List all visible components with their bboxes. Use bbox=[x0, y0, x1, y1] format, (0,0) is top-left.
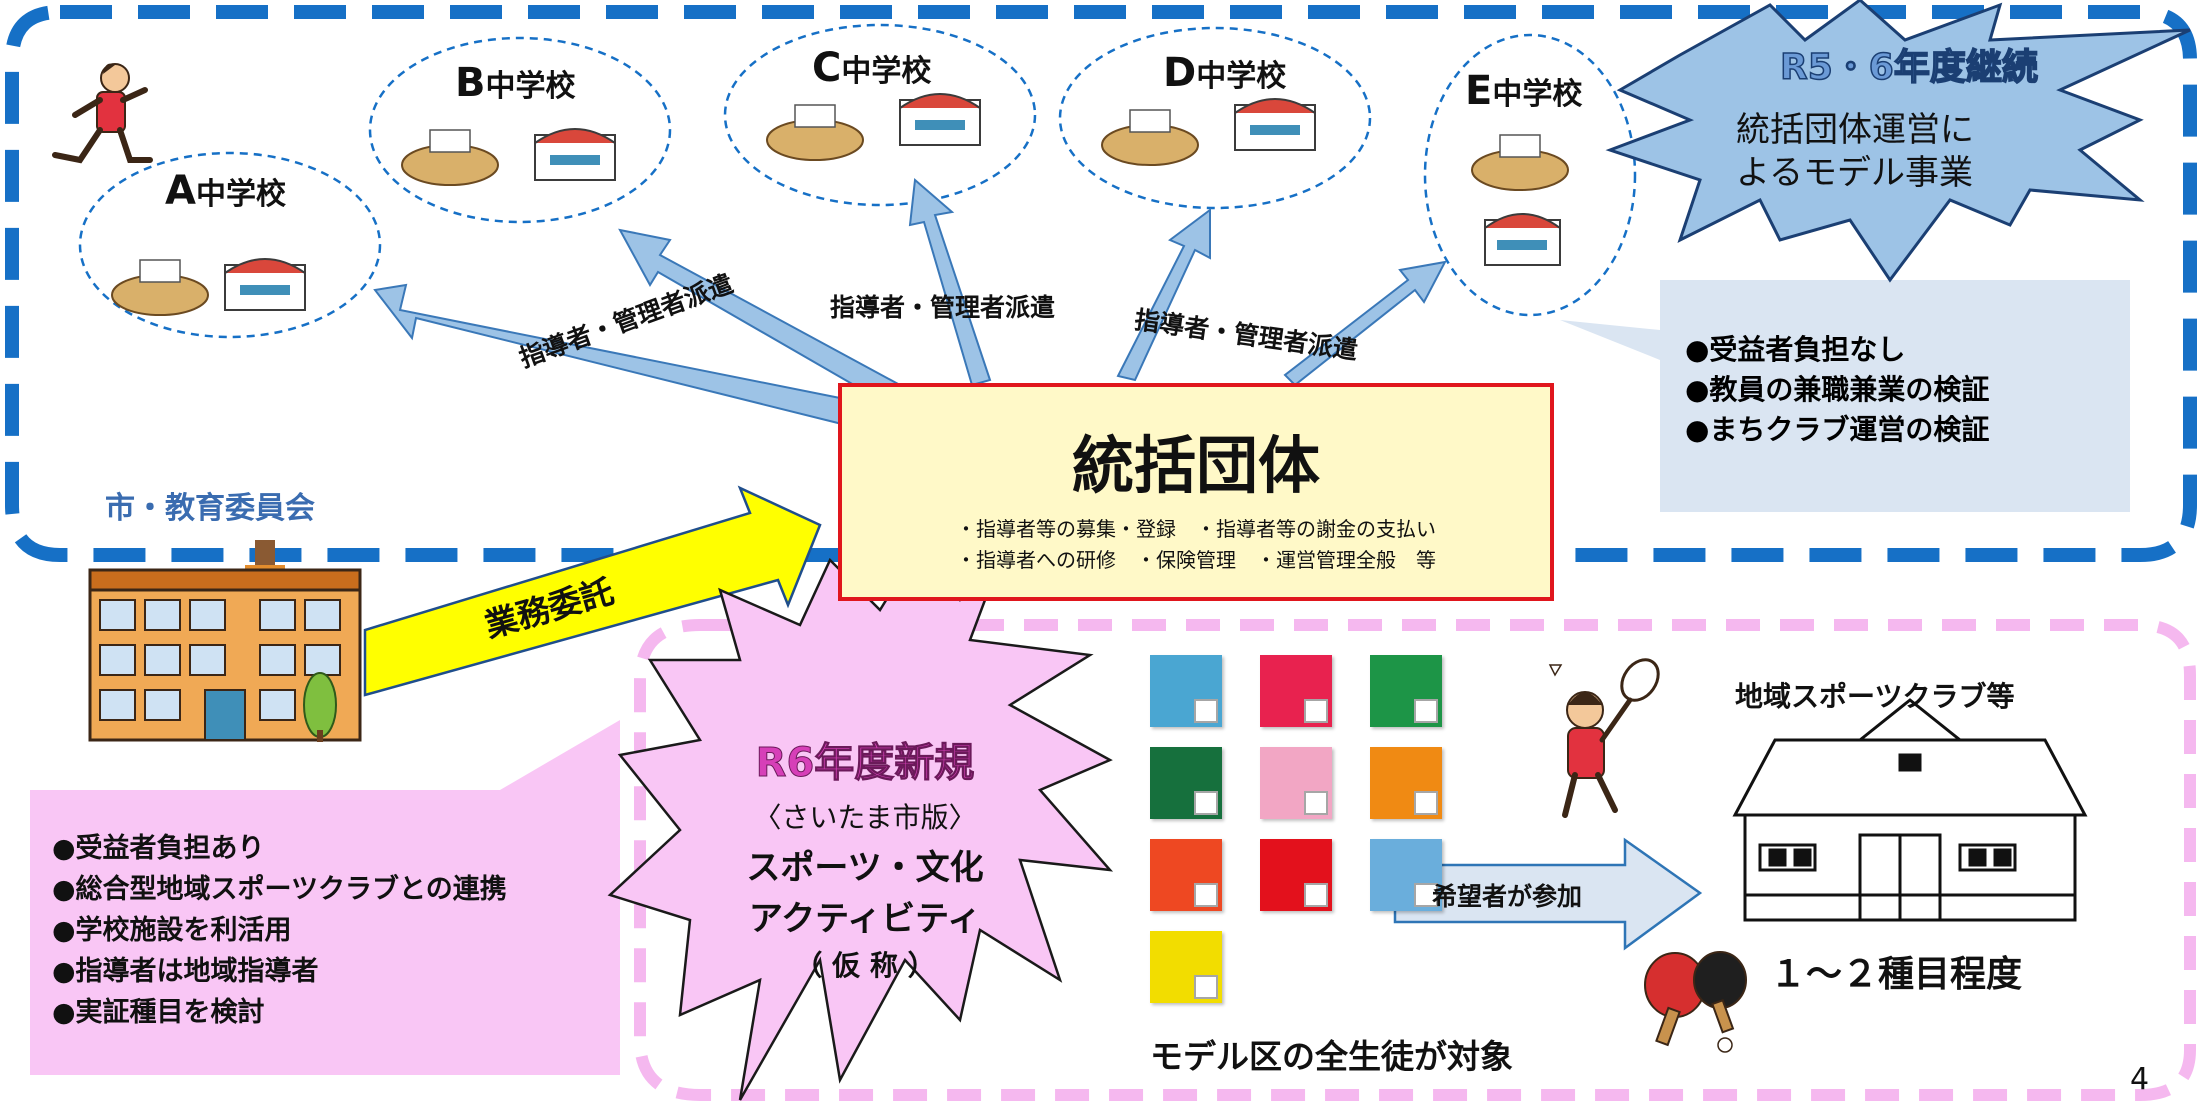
runner-illustration bbox=[52, 63, 153, 164]
callout-bottom-item: ●学校施設を利活用 bbox=[52, 915, 292, 946]
callout-top-item: ●教員の兼職兼業の検証 bbox=[1685, 373, 1990, 406]
city-board-label: 市・教育委員会 bbox=[105, 491, 315, 526]
ward-tile-mark bbox=[1194, 975, 1218, 999]
bottom-region-border bbox=[634, 619, 2196, 1101]
school-d-label: D中学校 bbox=[1163, 50, 1287, 96]
ward-tile bbox=[1370, 747, 1442, 819]
ward-tile bbox=[1260, 747, 1332, 819]
dispatch-arrow-e bbox=[1283, 260, 1447, 387]
page-number: 4 bbox=[2130, 1062, 2150, 1097]
ward-tile-mark bbox=[1414, 883, 1438, 907]
badminton-player-illustration bbox=[1548, 658, 1660, 818]
ward-tile-mark bbox=[1194, 883, 1218, 907]
callout-bottom-item: ●指導者は地域指導者 bbox=[52, 956, 319, 987]
ward-tile-mark bbox=[1194, 791, 1218, 815]
school-c-label: C中学校 bbox=[812, 45, 932, 91]
burst-bottom-line4: （ 仮 称 ） bbox=[794, 949, 936, 982]
club-house-illustration bbox=[1732, 698, 2088, 922]
ward-tile bbox=[1150, 747, 1222, 819]
central-duty-line1: ・指導者等の募集・登録 ・指導者等の謝金の支払い bbox=[956, 517, 1436, 541]
burst-top-line1: 統括団体運営に bbox=[1736, 110, 1974, 150]
ward-tile bbox=[1150, 655, 1222, 727]
burst-bottom-title: R6年度新規 bbox=[755, 740, 975, 787]
school-illustrations bbox=[111, 93, 1569, 316]
ward-tile-grid bbox=[1150, 655, 1442, 1015]
callout-bottom-item: ●実証種目を検討 bbox=[52, 997, 265, 1028]
ward-tile bbox=[1370, 839, 1442, 911]
burst-top-shape bbox=[1605, 0, 2191, 283]
burst-top-title: R5・6年度継続 bbox=[1779, 46, 2038, 89]
ward-tile-mark bbox=[1194, 699, 1218, 723]
dispatch-arrow-a bbox=[373, 283, 852, 426]
school-b-label: B中学校 bbox=[455, 60, 576, 106]
participate-arrow bbox=[1393, 837, 1703, 951]
ward-tile-mark bbox=[1414, 791, 1438, 815]
callout-top-bg bbox=[1560, 280, 2130, 512]
ward-tile-mark bbox=[1304, 883, 1328, 907]
dispatch-arrow-c bbox=[908, 177, 992, 387]
burst-top-line2: よるモデル事業 bbox=[1736, 153, 1973, 193]
model-area-caption: モデル区の全生徒が対象 bbox=[1150, 1037, 1513, 1076]
dispatch-arrow-d bbox=[1116, 208, 1211, 382]
dispatch-arrow-b bbox=[618, 228, 902, 402]
burst-bottom-text: R6年度新規 〈さいたま市版〉 スポーツ・文化 アクティビティ （ 仮 称 ） bbox=[700, 730, 1030, 984]
callout-bottom: ●受益者負担あり ●総合型地域スポーツクラブとの連携 ●学校施設を利活用 ●指導… bbox=[52, 828, 507, 1033]
central-duty-line2: ・指導者への研修 ・保険管理 ・運営管理全般 等 bbox=[956, 548, 1436, 572]
callout-top: ●受益者負担なし ●教員の兼職兼業の検証 ●まちクラブ運営の検証 bbox=[1685, 330, 1989, 450]
burst-bottom-line3: アクティビティ bbox=[748, 899, 982, 939]
city-hall-illustration bbox=[88, 540, 362, 742]
ward-tile bbox=[1370, 655, 1442, 727]
club-caption: １～２種目程度 bbox=[1770, 954, 2023, 995]
burst-bottom-line1: 〈さいたま市版〉 bbox=[753, 801, 977, 834]
participate-label: 希望者が参加 bbox=[1432, 882, 1583, 911]
ward-tile bbox=[1150, 839, 1222, 911]
callout-top-item: ●受益者負担なし bbox=[1685, 333, 1906, 366]
school-e-label: E中学校 bbox=[1465, 68, 1583, 114]
school-a-label: A中学校 bbox=[165, 168, 286, 214]
burst-bottom-shape bbox=[607, 542, 1114, 1101]
club-title: 地域スポーツクラブ等 bbox=[1735, 680, 2015, 713]
ping-pong-illustration bbox=[1644, 951, 1747, 1053]
callout-bottom-item: ●総合型地域スポーツクラブとの連携 bbox=[52, 874, 507, 905]
ward-tile bbox=[1260, 839, 1332, 911]
ward-tile-mark bbox=[1414, 699, 1438, 723]
ward-tile bbox=[1260, 655, 1332, 727]
burst-bottom-line2: スポーツ・文化 bbox=[746, 848, 984, 888]
ward-tile-mark bbox=[1304, 699, 1328, 723]
commission-arrow bbox=[363, 485, 822, 697]
callout-bottom-item: ●受益者負担あり bbox=[52, 833, 265, 864]
central-organization-box: 統括団体 ・指導者等の募集・登録 ・指導者等の謝金の支払い ・指導者への研修 ・… bbox=[838, 383, 1554, 601]
callout-top-item: ●まちクラブ運営の検証 bbox=[1685, 413, 1990, 446]
ward-tile bbox=[1150, 931, 1222, 1003]
central-title: 統括団体 bbox=[1071, 429, 1320, 502]
ward-tile-mark bbox=[1304, 791, 1328, 815]
dispatch-label-center: 指導者・管理者派遣 bbox=[830, 293, 1056, 322]
